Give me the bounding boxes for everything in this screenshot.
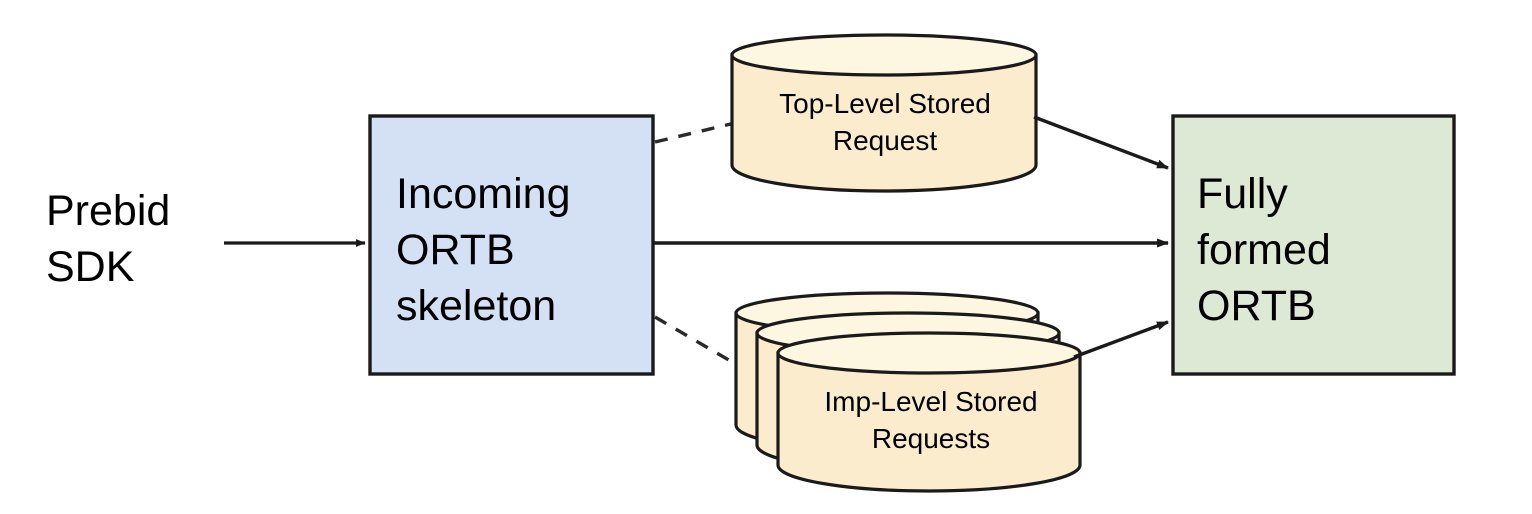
edge-incoming-to-imp-stored-requests — [654, 315, 740, 368]
node-top-level-stored-request — [730, 33, 1038, 193]
node-imp-level-stored-requests — [734, 291, 1082, 493]
cylinder-front — [776, 331, 1082, 493]
node-incoming-ortb-skeleton — [368, 114, 655, 376]
edge-incoming-to-top-stored-request — [654, 121, 736, 144]
node-fully-formed-ortb — [1171, 114, 1456, 376]
edge-top-stored-request-to-fully-formed — [1033, 115, 1169, 170]
edge-imp-stored-requests-to-fully-formed — [1073, 320, 1169, 359]
